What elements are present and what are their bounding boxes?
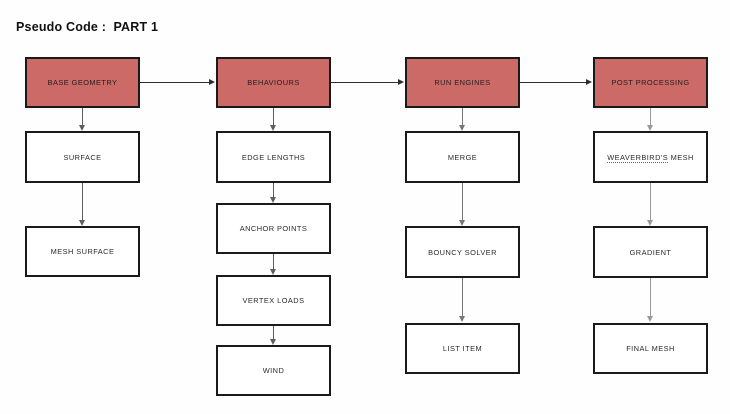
node-post-processing[interactable]: POST PROCESSING: [593, 57, 708, 108]
node-vertex-loads[interactable]: VERTEX LOADS: [216, 275, 331, 326]
node-label: SURFACE: [63, 152, 102, 162]
arrowhead-right-icon: [209, 78, 215, 85]
arrowhead-right-icon: [398, 78, 404, 85]
node-label: WIND: [262, 366, 285, 375]
node-label: LIST ITEM: [442, 344, 483, 353]
connector-behaviours-to-edge-lengths: [273, 108, 274, 125]
connector-run-engines-to-post-processing: [520, 82, 586, 83]
arrowhead-down-icon: [459, 125, 465, 131]
connector-gradient-to-final-mesh: [650, 278, 651, 316]
connector-behaviours-to-run-engines: [331, 82, 398, 83]
connector-vertex-loads-to-wind: [273, 326, 274, 339]
node-label: EDGE LENGTHS: [241, 152, 306, 162]
connector-weaverbirds-mesh-to-gradient: [650, 183, 651, 220]
node-final-mesh[interactable]: FINAL MESH: [593, 323, 708, 374]
connector-edge-lengths-to-anchor-points: [273, 183, 274, 197]
node-label: MESH SURFACE: [50, 247, 115, 256]
node-mesh-surface[interactable]: MESH SURFACE: [25, 226, 140, 277]
node-label: BASE GEOMETRY: [47, 78, 118, 87]
node-label: MERGE: [447, 152, 478, 162]
node-run-engines[interactable]: RUN ENGINES: [405, 57, 520, 108]
node-label: GRADIENT: [629, 247, 672, 257]
node-label: WEAVERBIRD'S MESH: [607, 152, 694, 163]
connector-bouncy-solver-to-list-item: [462, 278, 463, 316]
node-label: VERTEX LOADS: [242, 296, 305, 305]
node-wind[interactable]: WIND: [216, 345, 331, 396]
node-list-item[interactable]: LIST ITEM: [405, 323, 520, 374]
node-label: BOUNCY SOLVER: [428, 247, 497, 257]
arrowhead-down-icon: [459, 316, 465, 322]
arrowhead-down-icon: [79, 220, 85, 226]
node-behaviours[interactable]: BEHAVIOURS: [216, 57, 331, 108]
node-label-rest: MESH: [668, 152, 694, 162]
arrowhead-down-icon: [647, 125, 653, 131]
node-label: FINAL MESH: [626, 344, 675, 353]
node-label: BEHAVIOURS: [247, 78, 300, 87]
node-anchor-points[interactable]: ANCHOR POINTS: [216, 203, 331, 254]
arrowhead-down-icon: [647, 220, 653, 226]
connector-anchor-points-to-vertex-loads: [273, 254, 274, 269]
connector-run-engines-to-merge: [462, 108, 463, 125]
node-base-geometry[interactable]: BASE GEOMETRY: [25, 57, 140, 108]
node-merge[interactable]: MERGE: [405, 131, 520, 183]
node-surface[interactable]: SURFACE: [25, 131, 140, 183]
connector-base-geometry-to-behaviours: [140, 82, 209, 83]
arrowhead-right-icon: [586, 78, 592, 85]
node-bouncy-solver[interactable]: BOUNCY SOLVER: [405, 226, 520, 278]
connector-base-geometry-to-surface: [82, 108, 83, 125]
node-label: RUN ENGINES: [434, 78, 491, 87]
page-title: Pseudo Code : PART 1: [16, 20, 159, 34]
misspelled-word: WEAVERBIRD'S: [607, 152, 669, 163]
arrowhead-down-icon: [270, 339, 276, 345]
arrowhead-down-icon: [270, 197, 276, 203]
node-label: POST PROCESSING: [611, 78, 690, 87]
arrowhead-down-icon: [270, 269, 276, 275]
connector-surface-to-mesh-surface: [82, 183, 83, 220]
node-label: ANCHOR POINTS: [239, 224, 308, 233]
connector-post-processing-to-weaverbirds-mesh: [650, 108, 651, 125]
node-edge-lengths[interactable]: EDGE LENGTHS: [216, 131, 331, 183]
node-weaverbirds-mesh[interactable]: WEAVERBIRD'S MESH: [593, 131, 708, 183]
connector-merge-to-bouncy-solver: [462, 183, 463, 220]
arrowhead-down-icon: [459, 220, 465, 226]
arrowhead-down-icon: [647, 316, 653, 322]
arrowhead-down-icon: [270, 125, 276, 131]
arrowhead-down-icon: [79, 125, 85, 131]
node-gradient[interactable]: GRADIENT: [593, 226, 708, 278]
